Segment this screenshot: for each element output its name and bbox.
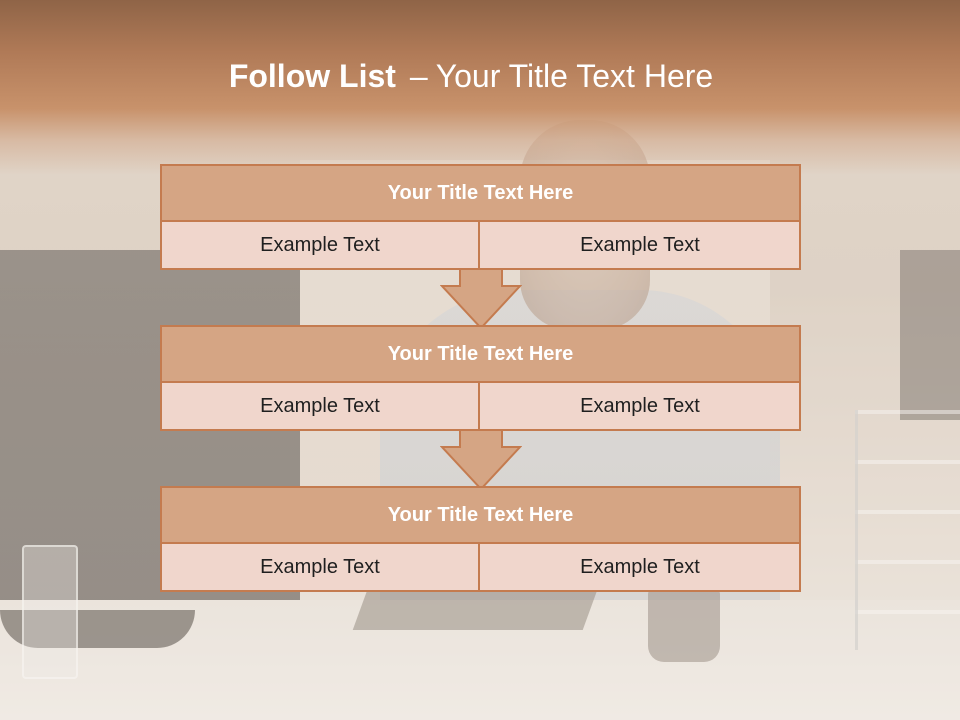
header-band	[0, 0, 960, 175]
block-title: Your Title Text Here	[162, 166, 799, 222]
block-cell-left: Example Text	[162, 222, 480, 268]
list-block-2: Your Title Text Here Example Text Exampl…	[160, 325, 801, 431]
title-main: Follow List	[228, 58, 396, 94]
background-glass	[22, 545, 78, 679]
background-document-tray	[855, 410, 960, 650]
block-cell-left: Example Text	[162, 544, 480, 590]
down-arrow-icon	[440, 429, 522, 491]
block-cell-right: Example Text	[580, 233, 700, 256]
title-separator: –	[409, 58, 428, 94]
slide-title: Follow List–Your Title Text Here	[0, 56, 942, 96]
background-mug	[648, 590, 720, 662]
down-arrow-icon	[440, 268, 522, 330]
background-monitor-base	[0, 610, 195, 648]
list-block-3: Your Title Text Here Example Text Exampl…	[160, 486, 801, 592]
background-chair	[900, 250, 960, 420]
block-cell-right: Example Text	[580, 555, 700, 578]
title-subtitle: Your Title Text Here	[435, 58, 714, 94]
block-cell-right: Example Text	[580, 394, 700, 417]
block-cell-left: Example Text	[162, 383, 480, 429]
block-title: Your Title Text Here	[162, 488, 799, 544]
block-title: Your Title Text Here	[162, 327, 799, 383]
list-block-1: Your Title Text Here Example Text Exampl…	[160, 164, 801, 270]
